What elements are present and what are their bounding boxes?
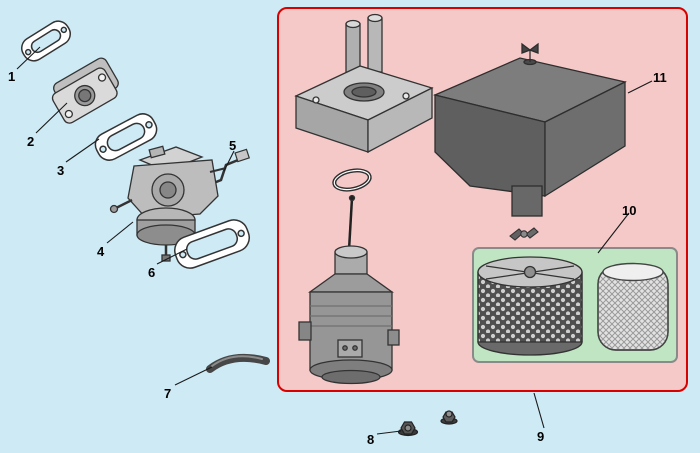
part-carburetor <box>109 145 227 262</box>
part-wing-nut <box>509 227 539 241</box>
part-air-cleaner-base <box>294 13 434 154</box>
part-insulator-spacer <box>51 57 119 124</box>
callout-6[interactable]: 6 <box>148 265 156 280</box>
part-filter-element-paper <box>477 256 583 356</box>
part-air-cleaner-gasket <box>174 219 250 269</box>
part-breather-tube <box>206 353 270 373</box>
callout-10[interactable]: 10 <box>622 203 637 218</box>
part-carburetor-gasket-upper <box>20 20 72 62</box>
callout-4[interactable]: 4 <box>97 244 105 259</box>
callout-2[interactable]: 2 <box>27 134 35 149</box>
callout-9[interactable]: 9 <box>537 429 545 444</box>
callout-5[interactable]: 5 <box>229 138 237 153</box>
part-air-cleaner-cover <box>432 42 627 217</box>
callout-1[interactable]: 1 <box>8 69 16 84</box>
part-o-ring <box>332 168 372 192</box>
leader-lines <box>16 46 653 435</box>
part-insulator-gasket <box>94 113 158 161</box>
callout-11[interactable]: 11 <box>653 70 667 85</box>
part-filter-element-foam <box>597 262 669 351</box>
callout-8[interactable]: 8 <box>367 432 375 447</box>
part-flange-nuts <box>397 410 458 437</box>
part-air-cleaner-elbow <box>298 194 400 385</box>
callout-3[interactable]: 3 <box>57 163 65 178</box>
callout-7[interactable]: 7 <box>164 386 172 401</box>
